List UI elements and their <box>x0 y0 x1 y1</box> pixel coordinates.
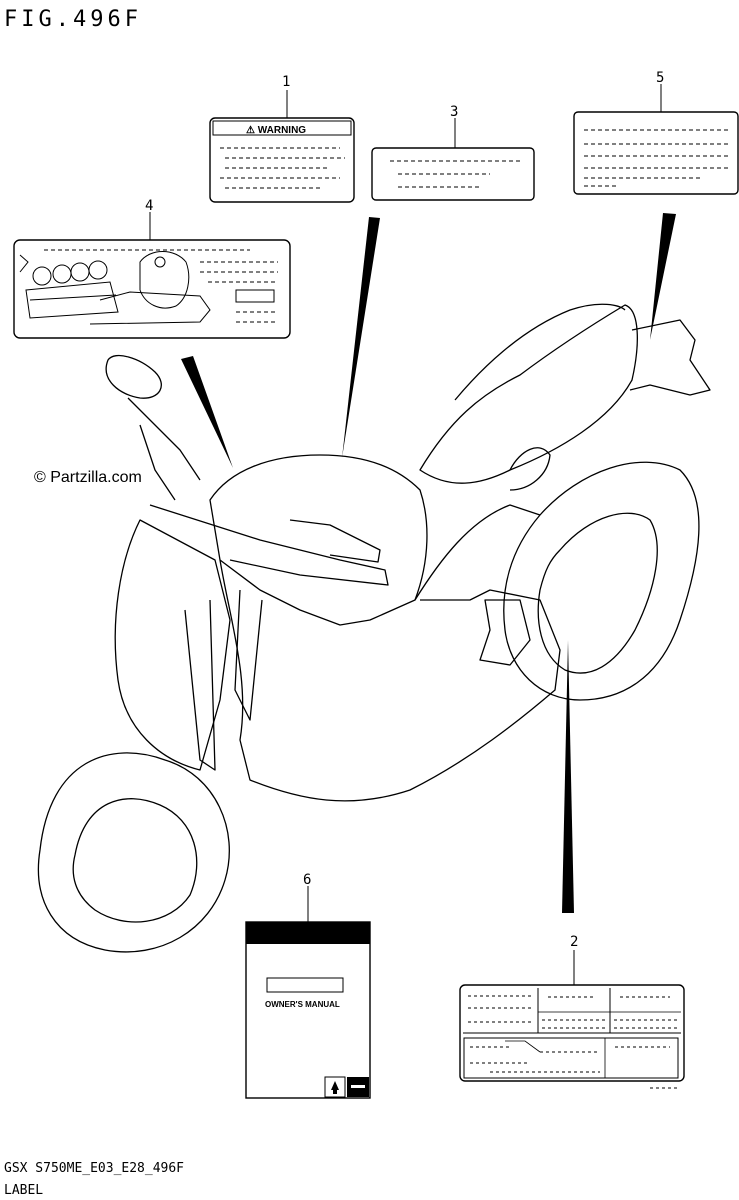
callout-4: 4 <box>145 198 153 214</box>
label-1-warning: ⚠ WARNING <box>209 90 355 203</box>
pointer-to-label-1 <box>342 217 380 458</box>
label-6-owners-manual: OWNER'S MANUAL <box>245 886 371 1099</box>
callout-1: 1 <box>282 74 290 90</box>
callout-numbers: 1 2 3 4 5 6 <box>145 70 664 950</box>
callout-3: 3 <box>450 104 458 120</box>
figure-title: FIG.496F <box>4 7 142 32</box>
watermark: © Partzilla.com <box>34 469 142 486</box>
pointer-wedges <box>181 213 676 913</box>
pointer-to-label-5 <box>650 213 676 340</box>
pointer-to-label-4 <box>181 356 233 468</box>
callout-5: 5 <box>656 70 664 86</box>
label-4-schematic <box>13 212 291 339</box>
label-3 <box>371 118 535 201</box>
label-2-spec-table <box>459 950 685 1089</box>
pointer-to-label-2 <box>562 640 574 913</box>
footer-code: GSX S750ME_E03_E28_496F <box>4 1161 184 1176</box>
warning-heading: ⚠ WARNING <box>246 125 306 136</box>
manual-title: OWNER'S MANUAL <box>265 1000 340 1009</box>
label-5 <box>573 84 739 195</box>
motorcycle-outline <box>37 303 711 953</box>
callout-2: 2 <box>570 934 578 950</box>
footer-label: LABEL <box>4 1183 43 1198</box>
callout-6: 6 <box>303 872 311 888</box>
